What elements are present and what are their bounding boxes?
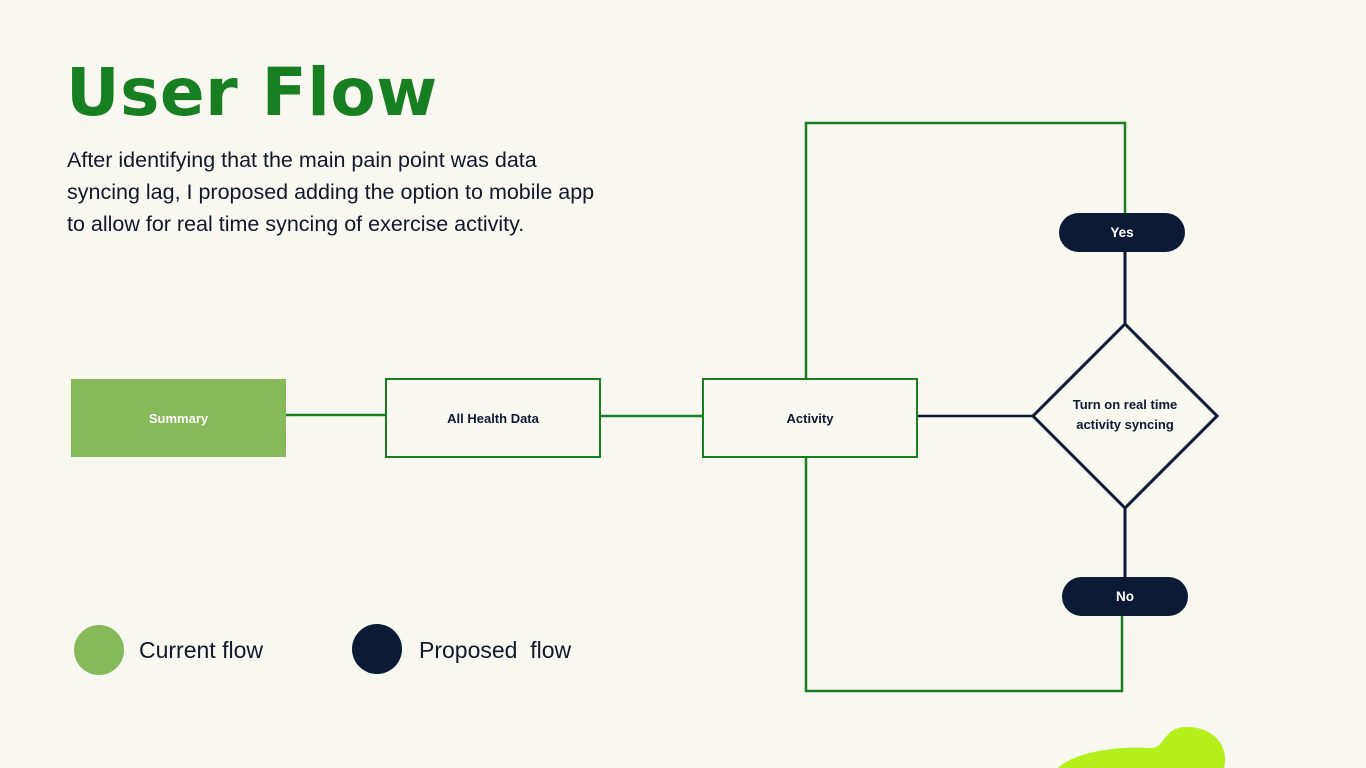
- yes-label: Yes: [1110, 225, 1134, 240]
- node-activity-label: Activity: [786, 410, 834, 426]
- decision-label-line1: Turn on real time: [1072, 397, 1178, 412]
- decorative-blob: [1058, 726, 1226, 768]
- node-summary-label: Summary: [148, 410, 209, 426]
- node-all-health-data-label: All Health Data: [447, 410, 539, 426]
- page-description: After identifying that the main pain poi…: [67, 148, 595, 236]
- decision-diamond: [1030, 321, 1220, 511]
- no-label: No: [1116, 589, 1134, 604]
- legend-proposed-swatch: [352, 624, 402, 674]
- decision-label: Turn on real time activity syncing: [1050, 395, 1200, 435]
- legend-current-label: Current flow: [139, 637, 263, 663]
- page-title: User Flow: [66, 54, 438, 131]
- node-activity: Activity: [702, 378, 918, 458]
- legend-proposed-label: Proposed flow: [419, 637, 572, 663]
- yes-pill: Yes: [1059, 213, 1185, 252]
- decision-label-line2: activity syncing: [1076, 417, 1174, 432]
- connector-yes-loop: [804, 121, 1127, 378]
- node-summary: Summary: [71, 379, 286, 457]
- node-all-health-data: All Health Data: [385, 378, 601, 458]
- connector-no-loop: [804, 458, 1124, 693]
- no-pill: No: [1062, 577, 1188, 616]
- legend-current-swatch: [74, 625, 124, 675]
